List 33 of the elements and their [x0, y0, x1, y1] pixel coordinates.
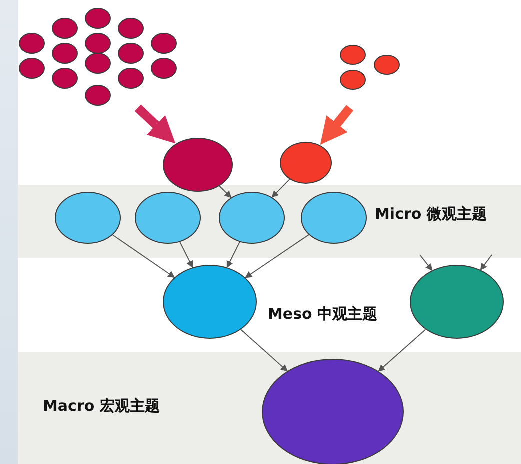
circle: [340, 70, 366, 90]
arrow: [240, 329, 288, 372]
circle: [280, 142, 332, 184]
circle: [19, 32, 45, 54]
circle: [85, 52, 111, 74]
arrow: [219, 186, 232, 198]
arrow: [420, 254, 433, 272]
arrow: [378, 329, 426, 372]
circle: [85, 8, 111, 28]
circle: [118, 68, 144, 88]
level-label: Meso 中观主题: [268, 305, 378, 324]
circle: [52, 18, 78, 38]
circle: [340, 45, 366, 65]
circle: [85, 84, 111, 106]
arrow: [320, 105, 354, 146]
level-label: Macro 宏观主题: [43, 397, 160, 416]
arrow: [272, 178, 290, 198]
circle: [85, 32, 111, 54]
arrow: [480, 254, 492, 271]
circle: [118, 18, 144, 38]
arrow: [112, 234, 176, 278]
arrow: [226, 242, 240, 268]
circle: [19, 58, 45, 78]
arrow: [180, 242, 194, 268]
circle: [151, 58, 177, 78]
circle: [151, 32, 177, 54]
circle: [52, 42, 78, 64]
circle: [118, 42, 144, 64]
level-label: Micro 微观主题: [375, 205, 487, 224]
circle: [374, 55, 400, 75]
circle: [52, 68, 78, 88]
arrow: [245, 234, 310, 278]
arrow: [134, 104, 176, 144]
